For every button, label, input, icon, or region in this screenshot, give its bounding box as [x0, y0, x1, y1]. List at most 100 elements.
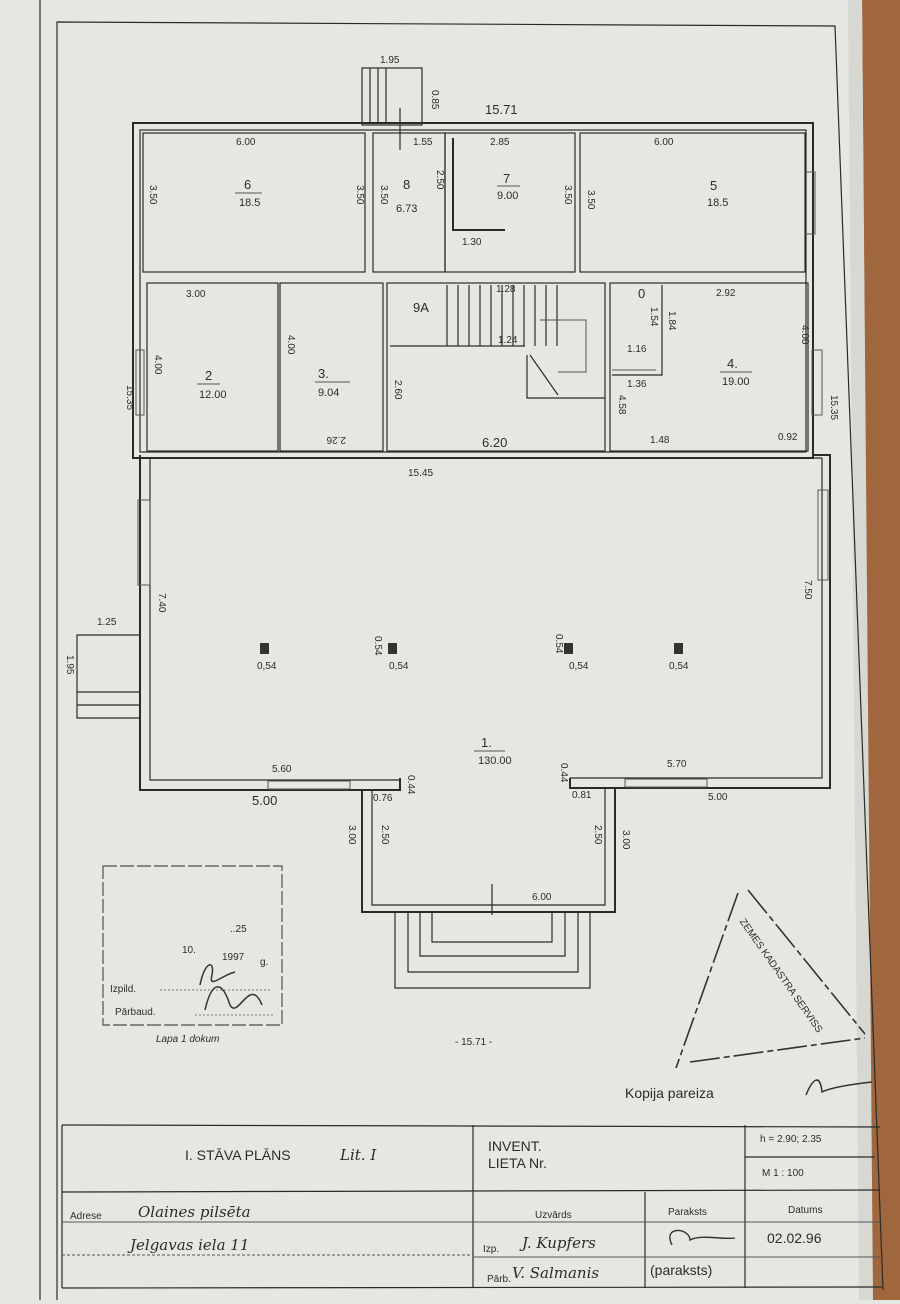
dimension-label: 1.55	[413, 137, 433, 148]
room-5: 6.00 3.50 5 18.5	[579, 132, 806, 273]
side-left-dim: 15.35	[124, 385, 135, 410]
dimension-label: 3.	[318, 366, 329, 381]
dimension-label: 1997	[222, 952, 245, 963]
porch-left: 1.25 1.95	[64, 617, 140, 719]
signature	[199, 964, 263, 1011]
dimension-label: 1.25	[97, 617, 117, 628]
dimension-label: 3.50	[378, 185, 389, 205]
dimension-label: 5.60	[272, 764, 292, 775]
dimension-label: 1.24	[498, 335, 518, 346]
dimension-label: 3.50	[147, 185, 158, 205]
dimension-label: 18.5	[707, 197, 728, 209]
dimension-label: 1.36	[627, 379, 647, 390]
dimension-label: 12.00	[199, 389, 227, 401]
dimension-label: 1.84	[666, 311, 677, 331]
dimension-label: I. STĀVA PLĀNS	[185, 1147, 291, 1163]
room-6: 6.00 3.50 3.50 6 18.5	[142, 132, 366, 273]
dimension-label: 3.50	[354, 185, 365, 205]
dimension-label: 2.26	[326, 434, 346, 445]
dimension-label: 5	[710, 178, 717, 193]
dimension-label: 3.50	[562, 185, 573, 205]
overall-width-top: 15.71	[485, 102, 518, 117]
dimension-label: 9A	[413, 300, 429, 315]
dimension-label: 4.00	[285, 335, 296, 355]
dimension-label: 8	[403, 177, 410, 192]
dimension-label: 5.00	[708, 792, 728, 803]
dimension-label: 0.44	[558, 763, 569, 783]
dimension-label: h = 2.90; 2.35	[760, 1134, 822, 1145]
dimension-label: 2.50	[592, 825, 603, 845]
dimension-label: 0,54	[669, 661, 689, 672]
dimension-label: 0.81	[572, 790, 592, 801]
dimension-label: 0.44	[405, 775, 416, 795]
dimension-label: Izpild.	[110, 984, 136, 995]
vestibule: 6.00 3.00 2.50 2.50 3.00	[346, 788, 631, 989]
dimension-label: Izp.	[483, 1244, 499, 1255]
dimension-label: Adrese	[70, 1211, 102, 1222]
dimension-label: 1.48	[650, 435, 670, 446]
copy-signature	[805, 1079, 873, 1096]
dimension-label: 7	[503, 171, 510, 186]
room-7: 2.85 3.50 1.30 7 9.00	[444, 132, 576, 273]
dimension-label: Lit. I	[339, 1146, 377, 1164]
dimension-label: 9.04	[318, 387, 339, 399]
dimension-label: 7.40	[156, 593, 167, 613]
dimension-label: 0.54	[372, 636, 383, 656]
dimension-label: LIETA Nr.	[488, 1155, 547, 1171]
dimension-label: Pārbaud.	[115, 1007, 156, 1018]
dimension-label: (paraksts)	[650, 1262, 712, 1278]
dimension-label: 1.28	[496, 284, 516, 295]
dimension-label: 5.00	[252, 793, 277, 808]
dimension-label: Olaines pilsēta	[138, 1203, 251, 1221]
dimension-label: 1.95	[64, 655, 75, 675]
signature-kupfers	[669, 1229, 736, 1246]
dimension-label: 6.73	[396, 203, 417, 215]
dimension-label: V. Salmanis	[512, 1264, 599, 1282]
dimension-label: 0,54	[257, 661, 277, 672]
dimension-label: 6.20	[482, 435, 507, 450]
dimension-label: 2	[205, 368, 212, 383]
dimension-label: 1.	[481, 735, 492, 750]
dimension-label: 0.85	[429, 90, 440, 110]
dimension-label: 7.50	[802, 580, 813, 600]
dimension-label: 5.70	[667, 759, 687, 770]
room-2: 3.00 4.00 2 12.00	[146, 282, 279, 452]
dimension-label: INVENT.	[488, 1138, 542, 1154]
dimension-label: 1.54	[648, 307, 659, 327]
room-1-hall: 15.45 7.50 7.40 5.60 5.70 5.00 5.00 0.76…	[156, 468, 813, 808]
column-markers	[260, 643, 683, 654]
dimension-label: 2.92	[716, 288, 736, 299]
dimension-label: 0	[638, 286, 645, 301]
dimension-label: 9.00	[497, 190, 518, 202]
dimension-label: Uzvārds	[535, 1210, 572, 1221]
dimension-label: 2.60	[392, 380, 403, 400]
dimension-label: 4.	[727, 356, 738, 371]
dimension-label: M 1 : 100	[762, 1168, 804, 1179]
dimension-label: 3.00	[620, 830, 631, 850]
dimension-label: 18.5	[239, 197, 260, 209]
dimension-label: 2.85	[490, 137, 510, 148]
frame-border	[56, 21, 884, 1300]
dimension-label: Jelgavas iela 11	[127, 1236, 249, 1254]
dimension-label: 6.00	[236, 137, 256, 148]
dimension-label: 0,54	[569, 661, 589, 672]
dimension-label: 130.00	[478, 755, 512, 767]
dimension-label: 02.02.96	[767, 1230, 822, 1246]
dimension-label: 6.00	[532, 892, 552, 903]
porch-top: 1.95 0.85	[361, 55, 440, 150]
room-4: 0 2.92 4.00 1.16 1.36 4.58 1.84 1.54 1.4…	[609, 282, 810, 452]
outer-walls	[132, 122, 831, 791]
dimension-label: Lapa 1 dokum	[156, 1034, 219, 1045]
dimension-label: 1.30	[462, 237, 482, 248]
dimension-label: 4.58	[616, 395, 627, 415]
stair-hall-9a: 9A 2.60 6.20 1.24 1.28	[386, 282, 606, 452]
dimension-label: 4.00	[799, 325, 810, 345]
dimension-label: Pārb.	[487, 1274, 511, 1285]
dimension-label: 0.92	[778, 432, 798, 443]
dimension-label: 0.76	[373, 793, 393, 804]
dimension-label: 4.00	[152, 355, 163, 375]
dimension-label: 2.50	[434, 170, 445, 190]
side-right-dim: 15.35	[828, 395, 839, 420]
